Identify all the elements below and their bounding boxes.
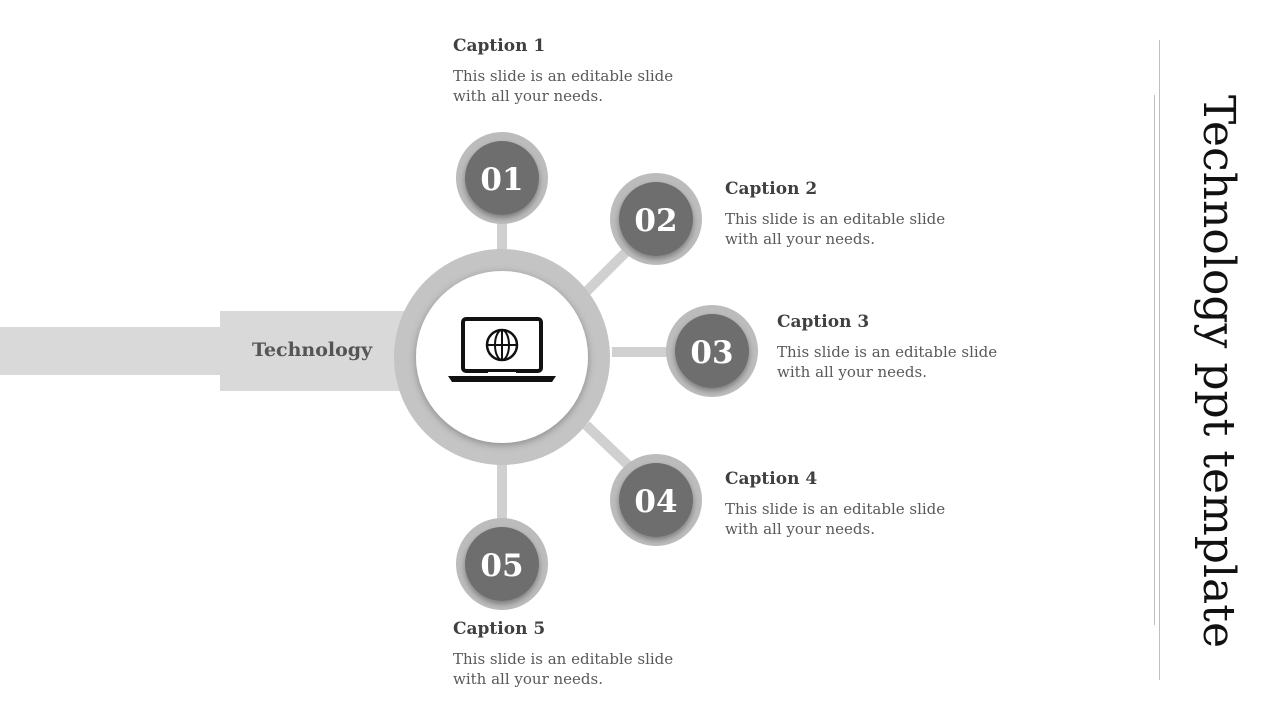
node-number-03: 03: [690, 335, 733, 371]
caption-block-5: Caption 5 This slide is an editable slid…: [453, 618, 713, 689]
divider-line-inner: [1154, 95, 1155, 625]
caption-block-3: Caption 3 This slide is an editable slid…: [777, 311, 1037, 382]
node-number-01: 01: [480, 162, 523, 198]
slide-title: Technology ppt template: [1193, 95, 1244, 648]
connectors: [497, 220, 670, 522]
caption-text-2: This slide is an editable slide with all…: [725, 210, 946, 248]
caption-block-1: Caption 1 This slide is an editable slid…: [453, 35, 713, 106]
node-02: 02: [610, 173, 702, 265]
caption-block-4: Caption 4 This slide is an editable slid…: [725, 468, 985, 539]
node-05: 05: [456, 518, 548, 610]
caption-text-5: This slide is an editable slide with all…: [453, 650, 674, 688]
caption-title-4: Caption 4: [725, 469, 818, 489]
laptop-globe-icon: [448, 317, 556, 382]
hub-label: Technology: [252, 339, 373, 361]
caption-title-2: Caption 2: [725, 179, 818, 199]
divider-line-outer: [1159, 40, 1160, 680]
caption-title-1: Caption 1: [453, 36, 546, 56]
caption-text-3: This slide is an editable slide with all…: [777, 343, 998, 381]
band-inner: [220, 311, 420, 391]
caption-block-2: Caption 2 This slide is an editable slid…: [725, 178, 985, 249]
node-03: 03: [666, 305, 758, 397]
band-outer: [0, 327, 240, 375]
caption-text-1: This slide is an editable slide with all…: [453, 67, 674, 105]
caption-title-5: Caption 5: [453, 619, 546, 639]
caption-text-4: This slide is an editable slide with all…: [725, 500, 946, 538]
node-number-04: 04: [634, 484, 677, 520]
connector-04: [582, 421, 632, 469]
caption-title-3: Caption 3: [777, 312, 870, 332]
node-number-02: 02: [634, 203, 677, 239]
node-04: 04: [610, 454, 702, 546]
node-number-05: 05: [480, 548, 523, 584]
connector-02: [582, 246, 632, 296]
node-01: 01: [456, 132, 548, 224]
